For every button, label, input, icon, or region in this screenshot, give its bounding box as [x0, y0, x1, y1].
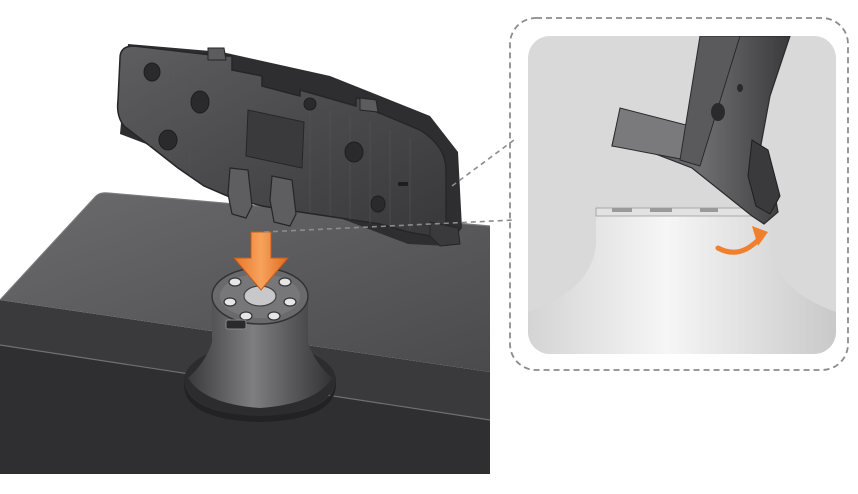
- down-arrow-icon: [232, 231, 290, 291]
- callout-lines: [263, 139, 515, 233]
- stand-neck: [184, 267, 336, 422]
- rotate-arrow-icon: [715, 226, 768, 255]
- detail-callout-panel: [509, 17, 849, 371]
- tv-bracket: [116, 44, 462, 247]
